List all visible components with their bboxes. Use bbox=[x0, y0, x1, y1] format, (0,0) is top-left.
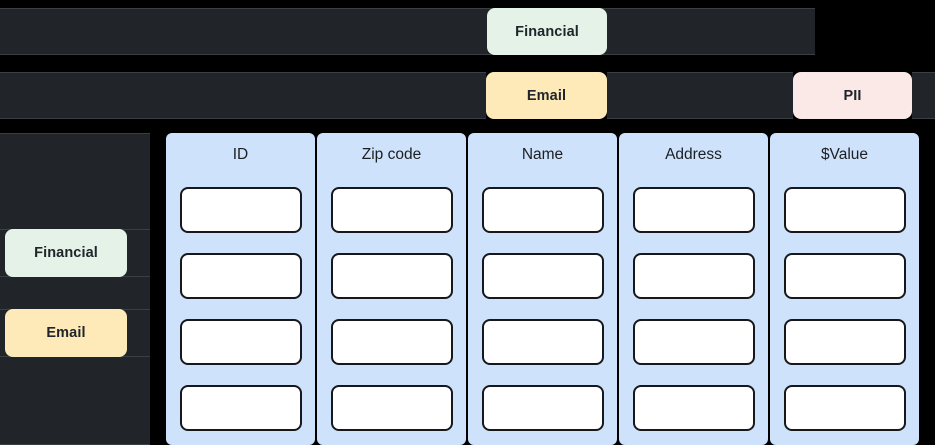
table-cell[interactable] bbox=[179, 253, 302, 299]
table-cell[interactable] bbox=[481, 253, 604, 299]
table-cell[interactable] bbox=[330, 253, 453, 299]
table-cell[interactable] bbox=[632, 319, 755, 365]
band-two-segment-middle bbox=[607, 72, 793, 119]
band-one-segments bbox=[0, 8, 935, 55]
table-cell[interactable] bbox=[783, 385, 906, 431]
table-cell[interactable] bbox=[783, 253, 906, 299]
tag-band-financial-row: Financial bbox=[0, 8, 935, 55]
table-cell[interactable] bbox=[783, 319, 906, 365]
lower-area: Financial Email ID Zip code Name bbox=[0, 133, 935, 445]
table-cell[interactable] bbox=[481, 187, 604, 233]
column-header-zip-code: Zip code bbox=[361, 146, 422, 163]
table-cell[interactable] bbox=[481, 319, 604, 365]
table-cell[interactable] bbox=[330, 319, 453, 365]
table-cell[interactable] bbox=[632, 385, 755, 431]
column-header-name: Name bbox=[521, 146, 564, 163]
table-column-value: $Value bbox=[770, 133, 919, 445]
column-cells-id bbox=[166, 177, 315, 445]
column-cells-address bbox=[619, 177, 768, 445]
band-two-segment-left bbox=[0, 72, 486, 119]
table-cell[interactable] bbox=[632, 253, 755, 299]
tag-sidebar: Financial Email bbox=[0, 133, 152, 445]
table-cell[interactable] bbox=[481, 385, 604, 431]
sidebar-tag-financial[interactable]: Financial bbox=[5, 229, 127, 277]
band-two-segments bbox=[0, 72, 935, 119]
band-one-segment-left bbox=[0, 8, 487, 55]
tag-financial-band-one[interactable]: Financial bbox=[487, 8, 607, 55]
tag-band-email-pii-row: Email PII bbox=[0, 72, 935, 119]
sidebar-tag-email[interactable]: Email bbox=[5, 309, 127, 357]
data-table: ID Zip code Name bbox=[166, 133, 919, 445]
column-header-id: ID bbox=[232, 146, 249, 163]
column-cells-name bbox=[468, 177, 617, 445]
table-cell[interactable] bbox=[179, 187, 302, 233]
tag-pii-band-two[interactable]: PII bbox=[793, 72, 912, 119]
column-cells-value bbox=[770, 177, 919, 445]
table-column-address: Address bbox=[619, 133, 768, 445]
table-column-name: Name bbox=[468, 133, 617, 445]
sidebar-background bbox=[0, 133, 150, 445]
column-header-address: Address bbox=[665, 146, 722, 163]
column-cells-zip-code bbox=[317, 177, 466, 445]
tag-email-band-two[interactable]: Email bbox=[486, 72, 607, 119]
table-cell[interactable] bbox=[632, 187, 755, 233]
table-column-id: ID bbox=[166, 133, 315, 445]
table-cell[interactable] bbox=[179, 385, 302, 431]
table-cell[interactable] bbox=[330, 187, 453, 233]
table-column-zip-code: Zip code bbox=[317, 133, 466, 445]
band-two-segment-right bbox=[912, 72, 935, 119]
table-cell[interactable] bbox=[330, 385, 453, 431]
table-cell[interactable] bbox=[179, 319, 302, 365]
table-cell[interactable] bbox=[783, 187, 906, 233]
column-header-value: $Value bbox=[820, 146, 869, 163]
